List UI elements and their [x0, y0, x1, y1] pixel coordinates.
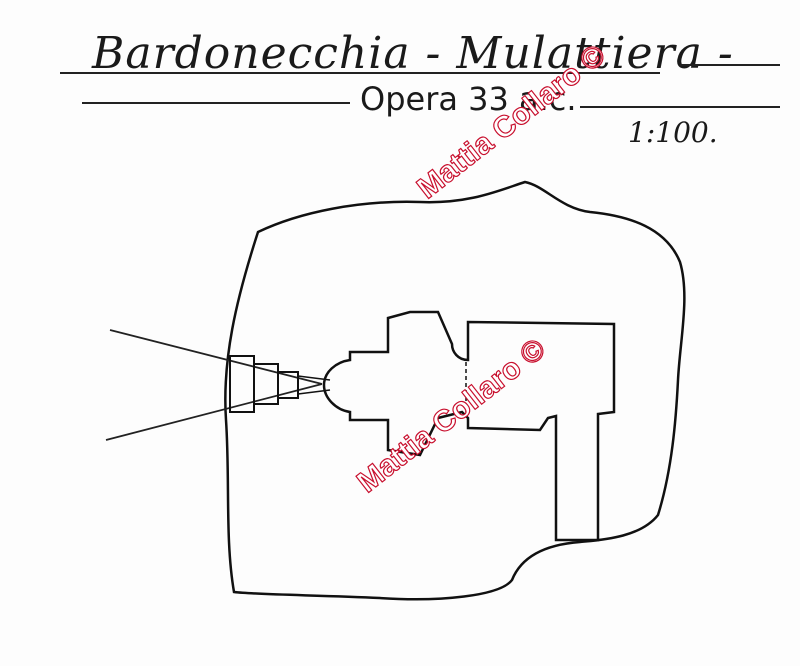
title-rule-right — [680, 64, 780, 66]
subtitle-rule-left — [82, 102, 350, 104]
title-rule-underline — [60, 72, 660, 74]
firing-line-upper — [109, 329, 323, 385]
subtitle-rule-right — [580, 106, 780, 108]
drawing-subtitle: Opera 33 a.c. — [360, 80, 577, 118]
casemate-chamber — [322, 310, 616, 542]
corridor-tick — [539, 423, 545, 431]
drawing-title: Bardonecchia - Mulattiera - — [92, 28, 734, 79]
firing-line-lower — [105, 383, 323, 441]
outer-outline — [224, 180, 686, 601]
scale-label: 1:100. — [628, 116, 718, 149]
embrasure-inner — [277, 371, 299, 399]
